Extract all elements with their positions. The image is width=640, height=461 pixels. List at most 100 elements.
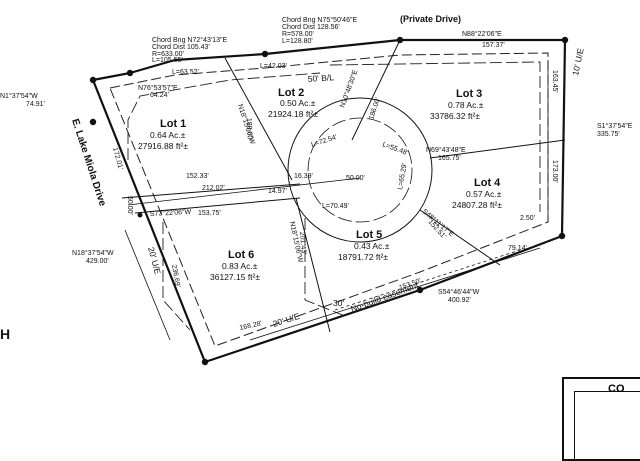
monument-marker xyxy=(201,358,209,366)
building-line xyxy=(304,218,346,317)
title-block-text: CO xyxy=(608,383,625,395)
lot-2-label: Lot 2 0.50 Ac.± 21924.18 ft²± xyxy=(268,87,318,119)
monument-marker xyxy=(126,69,134,77)
title-block: CO xyxy=(562,377,640,461)
street-bearing: S73°22'06"W xyxy=(150,208,192,218)
lot-acres: 0.57 Ac.± xyxy=(466,189,502,199)
subdivision-plat: (Private Drive) Chord Bng N72°43'13"E Ch… xyxy=(0,14,633,366)
dist-50-00-street: 50.00' xyxy=(126,196,133,215)
monument-marker xyxy=(261,50,269,58)
west-bearing: N18°37'54"W xyxy=(72,249,114,257)
lot-name: Lot 6 xyxy=(228,249,254,261)
lot-3-label: Lot 3 0.78 Ac.± 33786.32 ft²± xyxy=(430,88,484,121)
lot1-top-bearing: N76°53'57"E xyxy=(138,84,178,92)
lot-acres: 0.43 Ac.± xyxy=(354,241,390,251)
cul-de-sac-outer xyxy=(287,97,433,243)
lot-line-5-6 xyxy=(295,197,331,333)
chord-left-dist: Chord Dist 105.43' xyxy=(152,44,210,51)
lot34-distance: 165.75' xyxy=(438,155,461,162)
ue-10-label: 10' U/E xyxy=(570,47,586,76)
monument-marker xyxy=(89,118,97,126)
lot-6-label: Lot 6 0.83 Ac.± 36127.15 ft²± xyxy=(210,249,260,282)
dist-16-39: 16.39' xyxy=(294,173,313,180)
street-centerline xyxy=(127,177,361,206)
dist-173-00: 173.00' xyxy=(551,160,558,183)
road-name-label: E. Lake Miola Drive xyxy=(69,118,108,209)
edge-partial-letter: H xyxy=(0,326,11,342)
west-ue-line xyxy=(124,229,171,341)
lot-line-1-2 xyxy=(224,57,293,181)
east-bearing: S1°37'54"E xyxy=(597,122,633,130)
south-distance: 400.92' xyxy=(448,297,471,304)
title-block-inner xyxy=(574,391,640,459)
setback-30-label: 30' xyxy=(333,298,344,308)
bl-50-label: 50' B/L xyxy=(307,72,334,84)
lot-name: Lot 4 xyxy=(474,177,501,189)
monument-marker xyxy=(416,286,424,294)
lot-name: Lot 1 xyxy=(160,118,186,130)
street-edge-line xyxy=(134,197,301,214)
south-ue-line xyxy=(249,247,541,341)
boundary-line xyxy=(91,38,567,364)
south-30-line xyxy=(334,249,521,311)
dist-201-43: 201.43' xyxy=(298,232,307,255)
lot-1-label: Lot 1 0.64 Ac.± 27916.88 ft²± xyxy=(138,118,188,151)
lot-sqft: 36127.15 ft²± xyxy=(210,272,260,282)
lot34-bearing: N69°43'48"E xyxy=(426,146,466,154)
chord-right-radius: R=578.00' xyxy=(282,31,314,38)
nw-bearing: N1°37'54"W xyxy=(0,92,38,100)
lot-name: Lot 3 xyxy=(456,88,482,100)
dist-186: 186.00' xyxy=(368,97,382,121)
building-line xyxy=(329,61,541,212)
chord-left-bearing: Chord Bng N72°43'13"E xyxy=(152,36,227,44)
monument-marker xyxy=(89,76,97,84)
south-bearing: S54°46'44"W xyxy=(438,288,480,296)
north-bearing: N88°22'06"E xyxy=(462,30,502,38)
lot-5-label: Lot 5 0.43 Ac.± 18791.72 ft²± xyxy=(338,229,390,262)
dist-2-50: 2.50' xyxy=(520,215,535,222)
dist-14-97: 14.97' xyxy=(268,188,287,195)
north-distance: 157.37' xyxy=(482,42,505,49)
lot-acres: 0.78 Ac.± xyxy=(448,100,484,110)
lot-name: Lot 5 xyxy=(356,229,382,241)
dist-72-54: L=72.54' xyxy=(310,134,338,149)
ue-20-south-label: 20' U/E xyxy=(272,311,302,329)
dist-65-29: L=65.29' xyxy=(397,163,409,191)
west-distance: 429.00' xyxy=(86,258,109,265)
nw-distance: 74.91' xyxy=(26,101,45,108)
chord-right-length: L=128.80' xyxy=(282,38,313,45)
chord-left-length: L=105.55' xyxy=(152,57,183,64)
lot-line-3-4 xyxy=(429,139,566,159)
dist-212-02: 212.02' xyxy=(202,185,225,192)
dist-188: 188.00' xyxy=(245,118,253,141)
dist-153-75: 153.75' xyxy=(198,210,221,217)
dist-236-69: 236.69' xyxy=(170,264,181,288)
monument-marker xyxy=(137,212,143,218)
dist-70-49: L=70.49' xyxy=(322,203,349,210)
dist-168-28: 168.28' xyxy=(239,320,263,332)
dist-42-03: L=42.03' xyxy=(260,63,287,70)
chord-left-radius: R=633.00' xyxy=(152,51,184,58)
lot-sqft: 33786.32 ft²± xyxy=(430,111,480,121)
building-line xyxy=(162,222,191,331)
monument-marker xyxy=(561,36,569,44)
lot-sqft: 21924.18 ft²± xyxy=(268,109,318,119)
dist-163-45: 163.45' xyxy=(551,70,558,93)
dist-63-52: L=63.52' xyxy=(172,69,199,76)
setback-dashed-line xyxy=(109,52,549,347)
lot1-top-dist: 64.24' xyxy=(150,92,169,99)
lot-name: Lot 2 xyxy=(278,87,304,99)
chord-right-dist: Chord Dist 128.56' xyxy=(282,24,340,31)
private-drive-label: (Private Drive) xyxy=(400,14,461,24)
building-line xyxy=(127,72,321,160)
dist-50-00: 50.00' xyxy=(346,175,365,182)
monument-marker xyxy=(396,36,404,44)
lot-4-label: Lot 4 0.57 Ac.± 24807.28 ft²± xyxy=(452,177,502,210)
dist-152-33: 152.33' xyxy=(186,173,209,180)
lot-line-4-5 xyxy=(419,209,501,266)
lot-acres: 0.83 Ac.± xyxy=(222,261,258,271)
lot-sqft: 27916.88 ft²± xyxy=(138,141,188,151)
lot-sqft: 18791.72 ft²± xyxy=(338,252,388,262)
street-edge-line xyxy=(121,183,301,199)
cul-de-sac-inner xyxy=(307,117,413,223)
